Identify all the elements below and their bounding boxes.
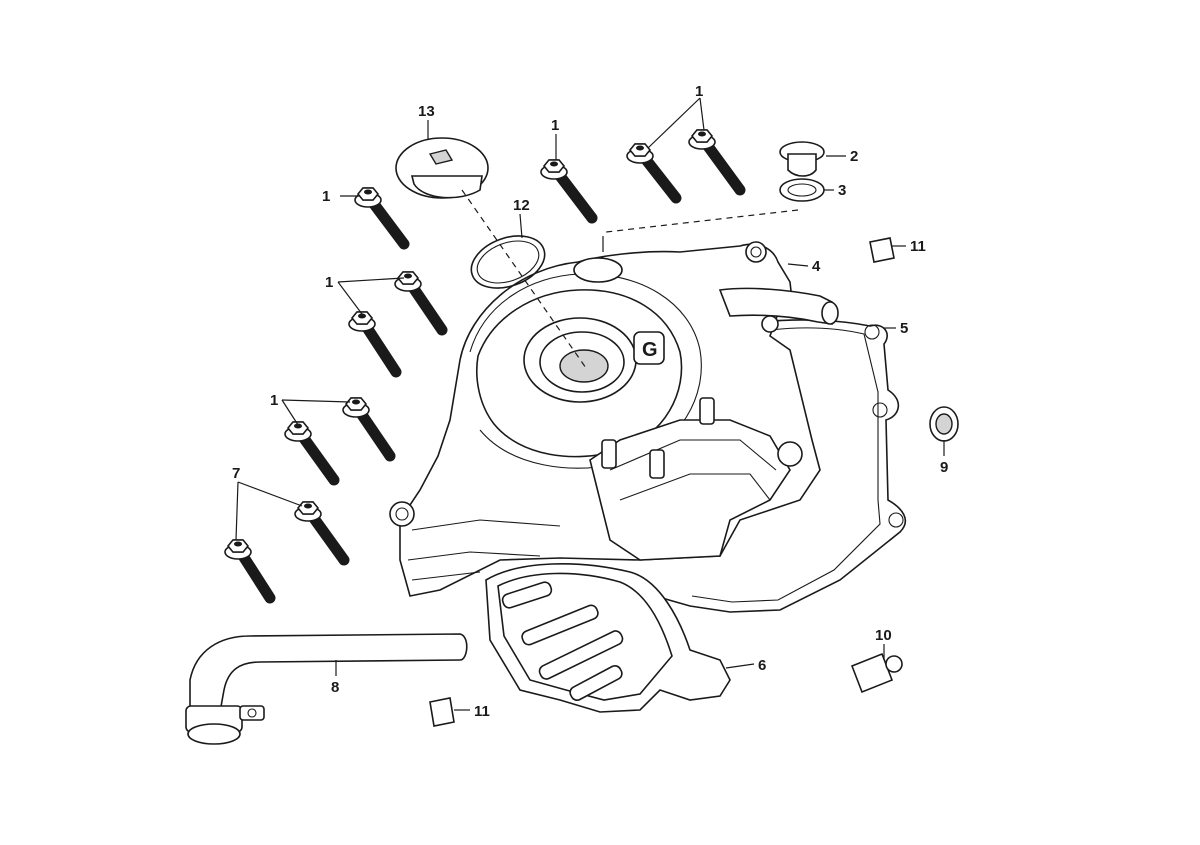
callout-11-upper: 11 (910, 238, 926, 255)
callout-9: 9 (940, 459, 948, 476)
bolt (342, 397, 396, 462)
callout-3: 3 (838, 182, 846, 199)
assembly-line-cap (461, 189, 587, 369)
bolt (294, 501, 350, 566)
callout-1-lower-left: 1 (270, 392, 278, 409)
callout-13: 13 (418, 103, 435, 120)
hose-clamp (850, 652, 903, 694)
callout-2: 2 (850, 148, 858, 165)
bolt (540, 159, 598, 224)
dowel-pin-upper (869, 237, 895, 263)
drain-plug (779, 141, 825, 177)
cover-logo: G (642, 339, 658, 361)
callout-labels: 13 1 1 1 1 1 7 12 2 3 4 5 6 11 9 10 8 11 (232, 83, 948, 720)
bolt (394, 271, 448, 336)
leader-lines (235, 97, 945, 711)
sealing-washer (779, 178, 825, 202)
callout-6: 6 (758, 657, 766, 674)
bolt (688, 129, 746, 196)
callout-10: 10 (875, 627, 892, 644)
callout-1-top-mid: 1 (551, 117, 559, 134)
callout-5: 5 (900, 320, 908, 337)
breather-hose (185, 633, 468, 745)
callout-12: 12 (513, 197, 530, 214)
callout-8: 8 (331, 679, 339, 696)
assembly-line-plug (605, 209, 799, 233)
right-crankcase-cover: G (389, 241, 839, 597)
bolt (626, 143, 682, 204)
oil-seal (929, 406, 959, 442)
dowel-pin-lower (429, 697, 455, 727)
bolt (224, 539, 276, 604)
inspection-cap (395, 137, 489, 199)
sprocket-cover (485, 563, 731, 713)
callout-4: 4 (812, 258, 821, 275)
callout-1-top-right: 1 (695, 83, 703, 100)
callout-1-mid-left: 1 (325, 274, 333, 291)
callout-7: 7 (232, 465, 240, 482)
callout-11-lower: 11 (474, 703, 490, 720)
callout-1-upper-left: 1 (322, 188, 330, 205)
bolt (354, 187, 410, 250)
bolt (284, 421, 340, 486)
gasket (661, 319, 906, 613)
o-ring (470, 235, 546, 289)
bolt-group (224, 129, 746, 604)
bolt (348, 311, 402, 378)
